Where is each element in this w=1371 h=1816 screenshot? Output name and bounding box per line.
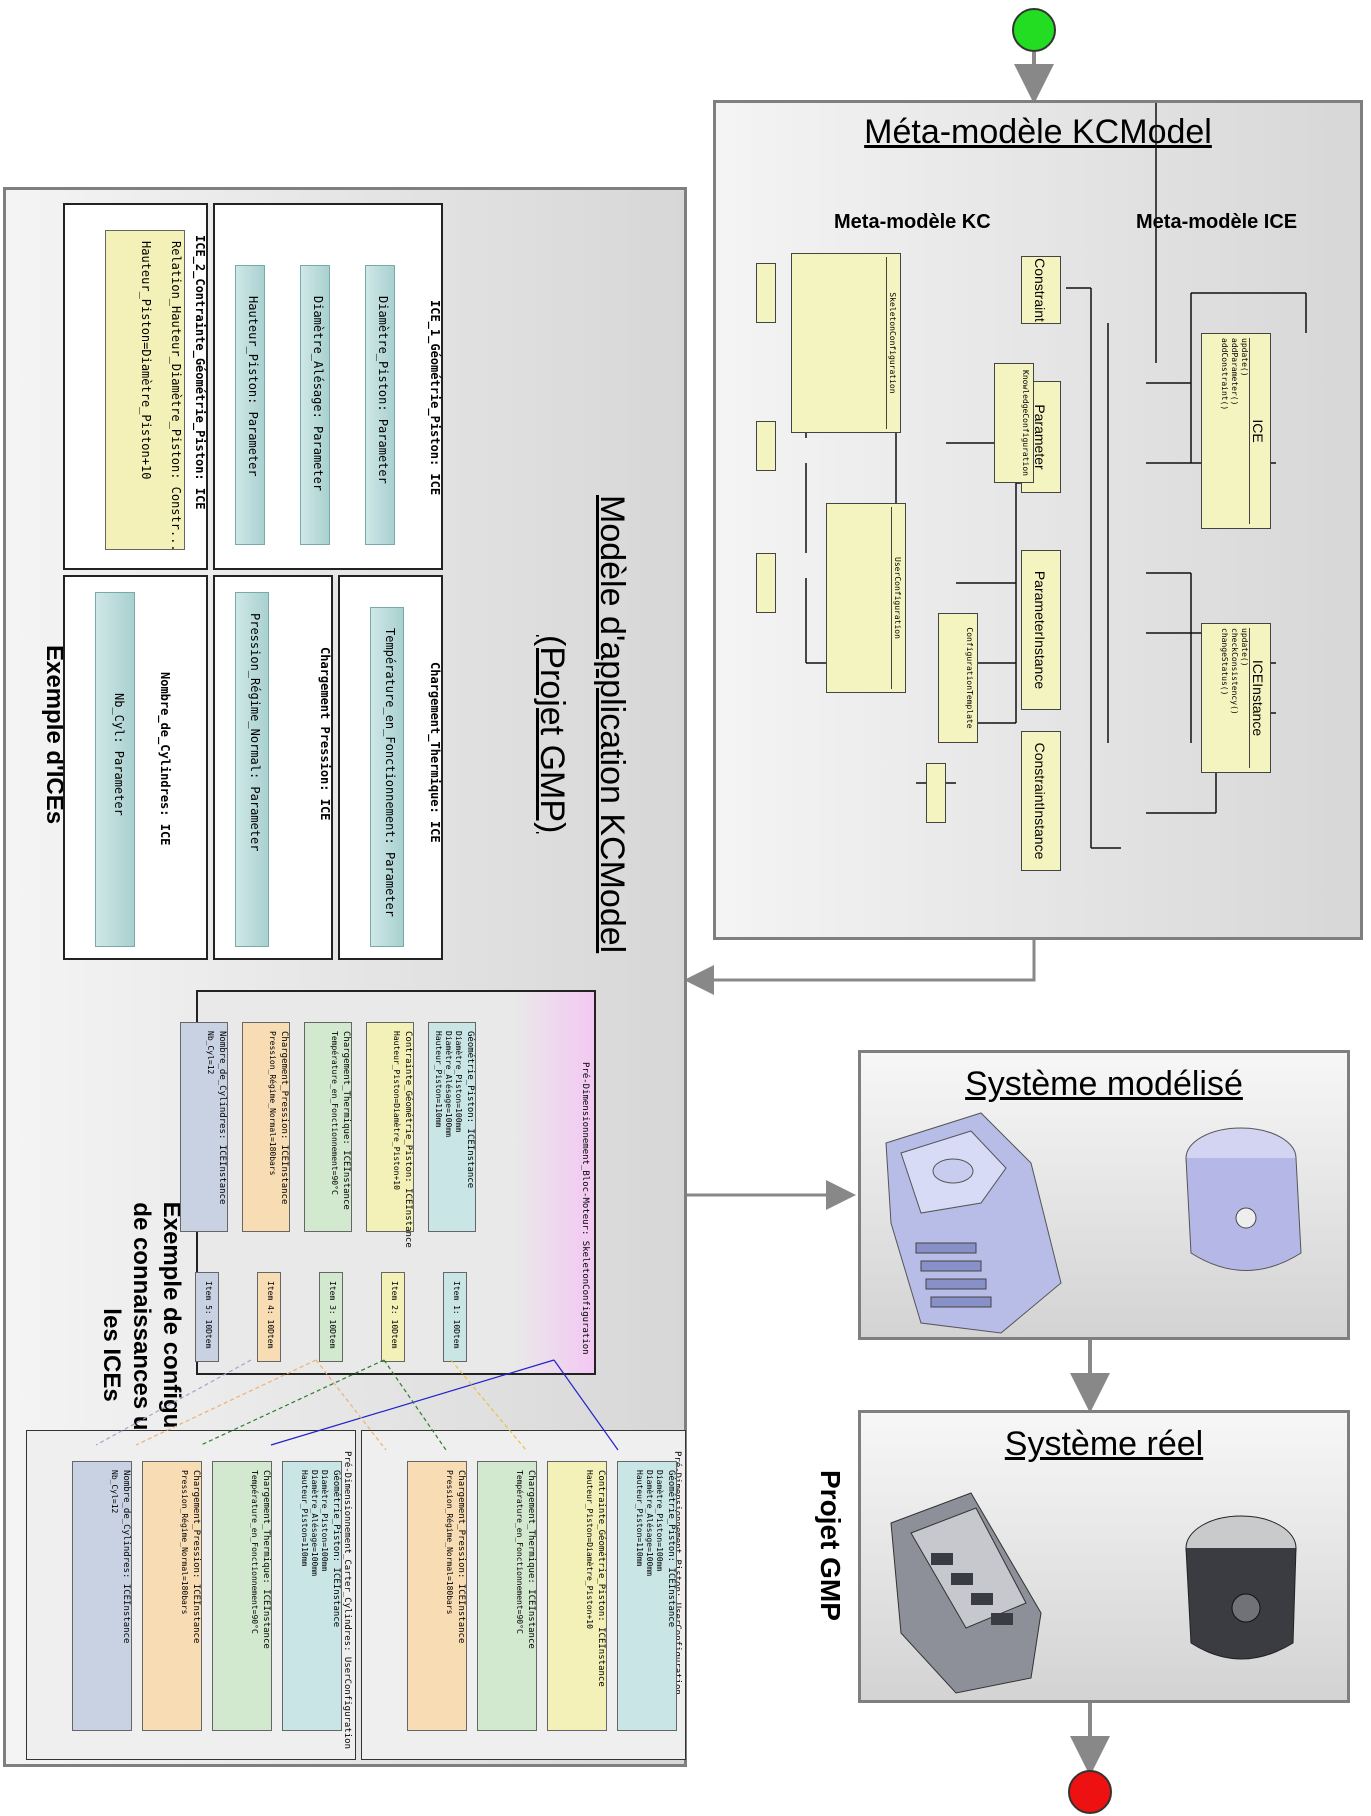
class-knowledge-configuration: KnowledgeConfiguration [994,363,1034,483]
class-ice-ops: update() [1240,338,1249,377]
item-tag: Item 3: 10Dtem [319,1272,343,1362]
start-circle [1012,8,1056,52]
class-constraint: Constraint [1021,256,1061,324]
skeleton-configuration: Pré-Dimensionnement_Bloc-Moteur: Skeleto… [180,990,596,1375]
user-config-piston: Pré-Dimensionnement_Piston: UserConfigur… [361,1430,686,1760]
class-ice: ICE update() addParameter() addConstrain… [1201,333,1271,529]
class-iceinstance-op: update() [1240,628,1249,667]
system-model-panel: Système modélisé [858,1050,1350,1340]
piston-3d [1185,1127,1302,1271]
class-parameter-instance: ParameterInstance [1021,550,1061,710]
ice-group-contrainte-piston: ICE_2_Contrainte_Géométrie_Piston: ICE R… [63,203,208,570]
metamodel-panel: Méta-modèle KCModel Meta-modèle KC Meta-… [713,100,1363,940]
param-nb-cyl: Nb_Cyl: Parameter [95,592,135,947]
class-user-configuration: UserConfiguration [826,503,906,693]
config-links [95,1359,619,1451]
class-knowledge-name: KnowledgeConfiguration [1021,370,1030,476]
end-circle [1068,1770,1112,1814]
class-configuration-template: ConfigurationTemplate [938,613,978,743]
system-real-panel: Système réel [858,1410,1350,1703]
ice-group-chargement-pression: Chargement Pression: ICE Pression_Régime… [213,575,333,960]
ice-group-geometrie-piston: ICE_1_Géométrie_Piston: ICE Diamètre_Pis… [213,203,443,570]
param-diametre-alesage: Diamètre_Alésage: Parameter [300,265,330,545]
class-iceinstance-op: changeStatus() [1220,628,1229,696]
class-small-a [756,263,776,323]
param-temperature: Température_en_Fonctionnement: Parameter [370,607,404,947]
system-model-title: Système modélisé [965,1065,1243,1103]
class-small-b [756,421,776,471]
engine-block-3d [885,1112,1062,1334]
param-hauteur-piston: Hauteur_Piston: Parameter [235,265,265,545]
kc-metamodel-label: Meta-modèle KC [834,211,991,233]
project-label: Projet GMP [815,1470,846,1621]
param-diametre-piston: Diamètre_Piston: Parameter [365,265,395,545]
class-small-c [756,553,776,613]
class-ice-op: addParameter() [1230,338,1239,406]
constraint-note: Relation_Hauteur_Diamètre_Piston: Constr… [105,230,185,552]
class-iceinstance-name: ICEInstance [1249,628,1266,768]
class-template-name: ConfigurationTemplate [965,627,974,729]
real-engine-block [890,1492,1042,1694]
class-skeleton-name: SkeletonConfiguration [886,257,897,429]
ice-instance-box: Contrainte_Géométrie_Piston: ICEInstance… [547,1461,607,1731]
system-real-title: Système réel [1004,1425,1204,1463]
class-skeleton-configuration: SkeletonConfiguration [791,253,901,433]
param-pression: Pression_Régime_Normal: Parameter [235,592,269,947]
item-tag: Item 2: 10Dtem [381,1272,405,1362]
user-config-carter: Pré-Dimensionnement_Carter_Cylindres: Us… [26,1430,356,1760]
ice-instance-box: Contrainte_Géométrie_Piston: ICEInstance… [366,1022,414,1248]
metamodel-title: Méta-modèle KCModel [864,113,1212,151]
class-constraint-instance: ConstraintInstance [1021,731,1061,871]
class-ice-name: ICE [1249,338,1266,524]
class-iceinstance: ICEInstance update() checkConsistency() … [1201,623,1271,773]
ice-metamodel-label: Meta-modèle ICE [1136,211,1298,233]
metamodel-links [805,103,1307,849]
item-tag: Item 4: 10Dtem [257,1272,281,1362]
application-panel: Modèle d'application KCModel (Projet GMP… [3,187,687,1767]
class-small-d [926,763,946,823]
ice-group-chargement-thermique: Chargement_Thermique: ICE Température_en… [338,575,443,960]
class-iceinstance-op: checkConsistency() [1230,628,1239,715]
item-tag: Item 5: 10Dtem [195,1272,219,1362]
ice-group-nombre-cylindres: Nombre_de_Cylindres: ICE Nb_Cyl: Paramet… [63,575,208,960]
real-piston [1185,1515,1297,1660]
class-user-name: UserConfiguration [891,507,902,689]
class-ice-op: addConstraint() [1220,338,1229,411]
item-tag: Item 1: 10Dtem [443,1272,467,1362]
